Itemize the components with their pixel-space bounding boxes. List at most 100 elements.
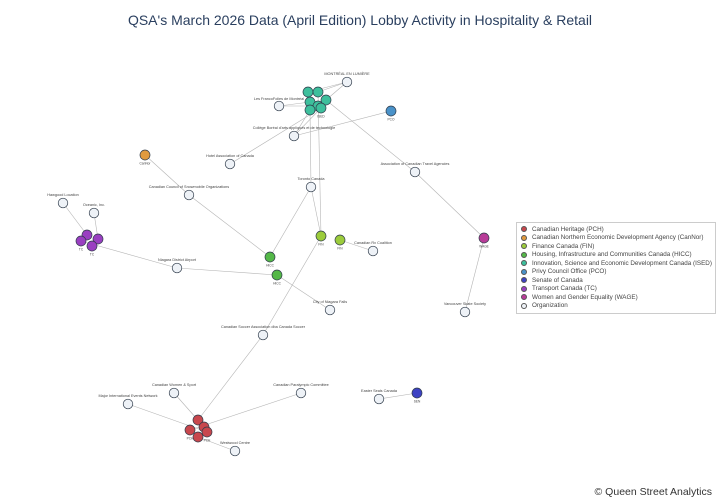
node-hawgood[interactable]: Hawgood Location xyxy=(47,193,79,209)
legend-item-wage[interactable]: Women and Gender Equality (WAGE) xyxy=(521,293,711,302)
node-tc2[interactable] xyxy=(92,233,104,245)
node-tc4[interactable]: TC xyxy=(86,240,98,257)
node-women[interactable]: Canadian Women & Sport xyxy=(152,383,197,399)
node-marker-ised6[interactable] xyxy=(304,104,316,116)
node-cccso[interactable]: Canadian Council of Snowmobile Organizat… xyxy=(149,185,230,201)
node-marker-cancoalition[interactable] xyxy=(367,245,379,257)
node-hicc2[interactable]: HICC xyxy=(271,269,283,286)
node-marker-college[interactable] xyxy=(288,130,300,142)
node-actravel[interactable]: Association of Canadian Travel Agencies xyxy=(381,162,450,178)
node-pch5[interactable] xyxy=(192,431,204,443)
node-marker-majorevents[interactable] xyxy=(122,398,134,410)
node-hicc1[interactable]: HICC xyxy=(264,251,276,268)
node-marker-hicc1[interactable] xyxy=(264,251,276,263)
node-westwood[interactable]: Westwood Centre xyxy=(220,441,250,457)
node-marker-wage1[interactable] xyxy=(478,232,490,244)
node-lesfrancofolies[interactable]: Les FrancoFolies de Montréal xyxy=(254,97,304,112)
node-ised3[interactable] xyxy=(320,94,332,106)
legend-item-tc[interactable]: Transport Canada (TC) xyxy=(521,285,711,294)
node-marker-soccer[interactable] xyxy=(257,329,269,341)
node-paralympic[interactable]: Canadian Paralympic Committee xyxy=(273,383,329,399)
edge-cccso-cannor1 xyxy=(144,154,190,196)
node-pco1[interactable]: PCO xyxy=(385,105,397,122)
node-ised1[interactable] xyxy=(302,86,314,98)
node-marker-fin2[interactable] xyxy=(334,234,346,246)
node-ised2[interactable] xyxy=(312,86,324,98)
node-label-tc4: TC xyxy=(90,253,95,257)
node-marker-ised3[interactable] xyxy=(320,94,332,106)
node-marker-actravel[interactable] xyxy=(409,166,421,178)
legend-item-pco[interactable]: Privy Council Office (PCO) xyxy=(521,268,711,277)
node-marker-ised2[interactable] xyxy=(312,86,324,98)
node-marker-easterseals[interactable] xyxy=(373,393,385,405)
node-label-niagarafalls: City of Niagara Falls xyxy=(313,300,347,304)
node-label-tc3: TC xyxy=(79,248,84,252)
legend-swatch-icon xyxy=(521,243,527,250)
node-ised6[interactable] xyxy=(304,104,316,116)
node-label-soccer: Canadian Soccer Association dba Canada S… xyxy=(221,325,306,329)
node-easterseals[interactable]: Easter Seals Canada xyxy=(361,389,398,405)
node-marker-niagara[interactable] xyxy=(171,262,183,274)
node-marker-westwood[interactable] xyxy=(229,445,241,457)
node-marker-pch1[interactable] xyxy=(192,414,204,426)
node-marker-oceanic[interactable] xyxy=(88,207,100,219)
legend-label: Senate of Canada xyxy=(532,276,583,284)
node-niagarafalls[interactable]: City of Niagara Falls xyxy=(313,300,347,316)
legend-item-cannor[interactable]: Canadian Northern Economic Development A… xyxy=(521,234,711,243)
node-pch1[interactable] xyxy=(192,414,204,426)
node-wage1[interactable]: WAGE xyxy=(478,232,490,249)
node-marker-tc2[interactable] xyxy=(92,233,104,245)
legend-item-pch[interactable]: Canadian Heritage (PCH) xyxy=(521,225,711,234)
node-marker-women[interactable] xyxy=(168,387,180,399)
node-marker-tc4[interactable] xyxy=(86,240,98,252)
node-montreal[interactable]: MONTRÉAL EN LUMIÈRE xyxy=(324,71,370,88)
legend-item-hicc[interactable]: Housing, Infrastructure and Communities … xyxy=(521,251,711,260)
node-cannor1[interactable]: CanNor xyxy=(139,149,152,166)
legend-swatch-icon xyxy=(521,294,527,301)
node-marker-hicc2[interactable] xyxy=(271,269,283,281)
node-marker-tc3[interactable] xyxy=(75,235,87,247)
node-marker-cannor1[interactable] xyxy=(139,149,151,161)
node-pch4[interactable]: PCH xyxy=(201,426,213,443)
node-soccer[interactable]: Canadian Soccer Association dba Canada S… xyxy=(221,325,306,341)
node-college[interactable]: Collège Boréal d'arts appliqués et de te… xyxy=(253,126,335,142)
node-niagara[interactable]: Niagara District Airport xyxy=(158,258,197,274)
legend-item-organization[interactable]: Organization xyxy=(521,302,711,311)
node-marker-fin1[interactable] xyxy=(315,230,327,242)
node-oceanic[interactable]: Oceanic, Inc. xyxy=(83,203,105,219)
node-marker-ised1[interactable] xyxy=(302,86,314,98)
legend-item-fin[interactable]: Finance Canada (FIN) xyxy=(521,242,711,251)
node-sen1[interactable]: SEN xyxy=(411,387,423,404)
node-marker-ised7[interactable] xyxy=(315,102,327,114)
node-fin2[interactable]: FIN xyxy=(334,234,346,251)
node-fin1[interactable]: FIN xyxy=(315,230,327,247)
node-marker-hawgood[interactable] xyxy=(57,197,69,209)
node-marker-vancouver[interactable] xyxy=(459,306,471,318)
node-vancouver[interactable]: Vancouver Skate Society xyxy=(444,302,486,318)
node-torontocanada[interactable]: Toronto Canada xyxy=(297,177,325,193)
node-marker-niagarafalls[interactable] xyxy=(324,304,336,316)
node-pch3[interactable]: PCH xyxy=(184,424,196,441)
edge-layer xyxy=(62,81,485,452)
legend-item-ised[interactable]: Innovation, Science and Economic Develop… xyxy=(521,259,712,268)
node-marker-pco1[interactable] xyxy=(385,105,397,117)
node-marker-pch3[interactable] xyxy=(184,424,196,436)
node-layer: MONTRÉAL EN LUMIÈRE Les FrancoFolies de M… xyxy=(47,71,490,457)
node-hotelassoc[interactable]: Hotel Association of Canada xyxy=(206,154,255,170)
node-marker-lesfrancofolies[interactable] xyxy=(273,100,285,112)
node-marker-cccso[interactable] xyxy=(183,189,195,201)
node-label-hotelassoc: Hotel Association of Canada xyxy=(206,154,255,158)
node-marker-montreal[interactable] xyxy=(341,76,353,88)
node-marker-paralympic[interactable] xyxy=(295,387,307,399)
node-marker-pch5[interactable] xyxy=(192,431,204,443)
node-tc3[interactable]: TC xyxy=(75,235,87,252)
legend-item-sen[interactable]: Senate of Canada xyxy=(521,276,711,285)
node-marker-torontocanada[interactable] xyxy=(305,181,317,193)
node-marker-sen1[interactable] xyxy=(411,387,423,399)
node-cancoalition[interactable]: Canadian Rx Coalition xyxy=(354,241,392,257)
node-marker-pch4[interactable] xyxy=(201,426,213,438)
node-marker-hotelassoc[interactable] xyxy=(224,158,236,170)
node-ised7[interactable]: ISED xyxy=(315,102,327,119)
edge-hotelassoc-ised7 xyxy=(229,107,322,165)
node-majorevents[interactable]: Major International Events Network xyxy=(98,394,158,410)
